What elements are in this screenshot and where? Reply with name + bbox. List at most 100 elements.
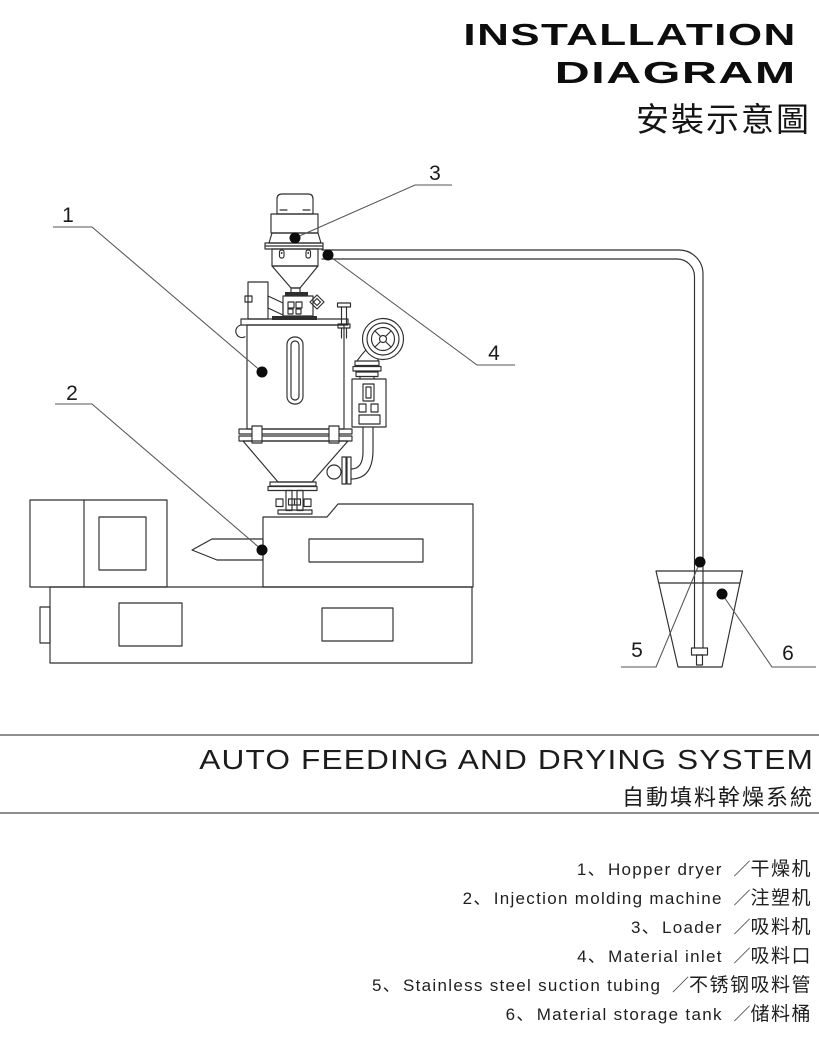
outlet-flange-bottom (267, 485, 318, 492)
legend-item-chinese: 注塑机 (750, 888, 812, 909)
legend-item-english: Injection molding machine (493, 889, 723, 908)
callout-6-leader (721, 593, 816, 668)
sight-glass-outer (286, 336, 304, 405)
callout-1: 1 (53, 204, 268, 378)
elbow-inner (350, 426, 364, 470)
outlet-flange-top (269, 481, 317, 487)
tube-tip (695, 654, 704, 666)
callout-5: 5 (621, 556, 706, 668)
legend-item-chinese: 吸料口 (750, 946, 812, 967)
loader-clamp-right (305, 249, 312, 259)
loader-mid-box (270, 213, 319, 234)
elbow-flange-2 (346, 456, 352, 485)
callout-1-leader (53, 226, 263, 373)
legend-item-english: Material storage tank (536, 1005, 723, 1024)
lid-riser-pipe (340, 306, 348, 339)
cone-port-circle (326, 464, 342, 480)
page-title-line1: INSTALLATION (463, 17, 797, 52)
mount-valve-box (247, 281, 269, 320)
legend-item-chinese: 干燥机 (750, 859, 812, 880)
mount-base-plate (272, 316, 317, 320)
callout-4-number: 4 (488, 342, 500, 365)
legend-item-number: 4、 (577, 947, 607, 966)
control-switch-outer (362, 383, 375, 402)
blower-tail-left (356, 349, 367, 362)
tube-outer-line (321, 249, 704, 649)
suction-tube-drawing (321, 249, 709, 666)
page-title-line2: DIAGRAM (555, 55, 797, 90)
mount-window-4 (295, 308, 302, 315)
section-title-chinese: 自動填料幹燥系統 (621, 785, 814, 810)
loader-drawing (264, 193, 324, 296)
mount-window-3 (287, 308, 294, 315)
lid-hook-curl (235, 324, 246, 339)
callout-2: 2 (55, 382, 268, 556)
storage-tank-drawing (655, 570, 744, 668)
legend-item-english: Material inlet (608, 947, 723, 966)
legend-item-separator: ／ (728, 947, 751, 966)
control-label-plate (358, 414, 381, 425)
mount-window-1 (287, 301, 295, 309)
loader-mount-drawing (244, 281, 325, 320)
divider-rule-top (0, 734, 819, 736)
mount-chute (267, 295, 284, 316)
callout-5-dot (694, 556, 706, 568)
elbow-outer (350, 426, 374, 480)
page-title: INSTALLATION DIAGRAM (464, 16, 797, 92)
loader-cone (271, 265, 319, 289)
callout-1-number: 1 (62, 204, 74, 227)
legend-item-chinese: 不锈钢吸料管 (688, 975, 812, 996)
base-side-tab (39, 606, 51, 644)
legend-item-separator: ／ (728, 860, 751, 879)
control-button-left (358, 403, 367, 413)
blower-drawing (352, 317, 405, 380)
legend-item-chinese: 吸料机 (750, 917, 812, 938)
callout-3: 3 (289, 162, 452, 244)
callout-3-dot (289, 232, 301, 244)
injection-unit-box (262, 503, 474, 588)
legend-item-number: 5、 (371, 976, 401, 995)
callout-5-number: 5 (631, 639, 643, 662)
control-switch-inner (365, 386, 372, 399)
callout-6-dot (716, 588, 728, 600)
legend-item-number: 2、 (462, 889, 492, 908)
callout-6: 6 (716, 588, 816, 668)
blower-housing (361, 317, 405, 361)
callout-5-leader (621, 561, 701, 668)
legend-item: 4、Material inlet ／吸料口 (372, 943, 812, 972)
callout-1-dot (256, 366, 268, 378)
flange-bolt-left (251, 425, 263, 444)
tube-inner-line (321, 258, 696, 649)
outlet-base-plate (277, 509, 313, 515)
legend-item: 1、Hopper dryer ／干燥机 (372, 856, 812, 885)
loader-clamp-left-hole (280, 252, 283, 254)
gate-tab-left (275, 498, 284, 508)
legend-item-number: 3、 (630, 918, 661, 937)
legend-item-english: Hopper dryer (607, 860, 723, 879)
mount-top-bar (285, 292, 308, 296)
legend-item-separator: ／ (728, 918, 751, 937)
control-box (351, 378, 387, 428)
callout-3-leader (294, 184, 452, 239)
legend-item-english: Stainless steel suction tubing (403, 976, 662, 995)
legend-item-separator: ／ (728, 889, 751, 908)
drain-pipe-drawing (341, 426, 374, 485)
gate-tab-right (303, 498, 312, 508)
base-panel-right (321, 607, 394, 642)
legend-list: 1、Hopper dryer ／干燥机 2、Injection molding … (372, 856, 812, 1030)
callout-2-leader (55, 403, 263, 551)
loader-clamp-right-hole (307, 252, 310, 254)
legend-item-english: Loader (662, 918, 723, 937)
injection-molding-machine-drawing (29, 499, 474, 664)
callout-2-dot (256, 544, 268, 556)
legend-item: 3、Loader ／吸料机 (372, 914, 812, 943)
section-title-english: AUTO FEEDING AND DRYING SYSTEM (199, 744, 814, 775)
fan-spokes-icon (374, 330, 392, 348)
tank-body (655, 570, 744, 668)
sight-glass-inner (290, 340, 300, 401)
injection-unit-slot (308, 538, 424, 563)
hopper-flange-bar-top (238, 428, 353, 435)
base-panel-left (118, 602, 183, 647)
